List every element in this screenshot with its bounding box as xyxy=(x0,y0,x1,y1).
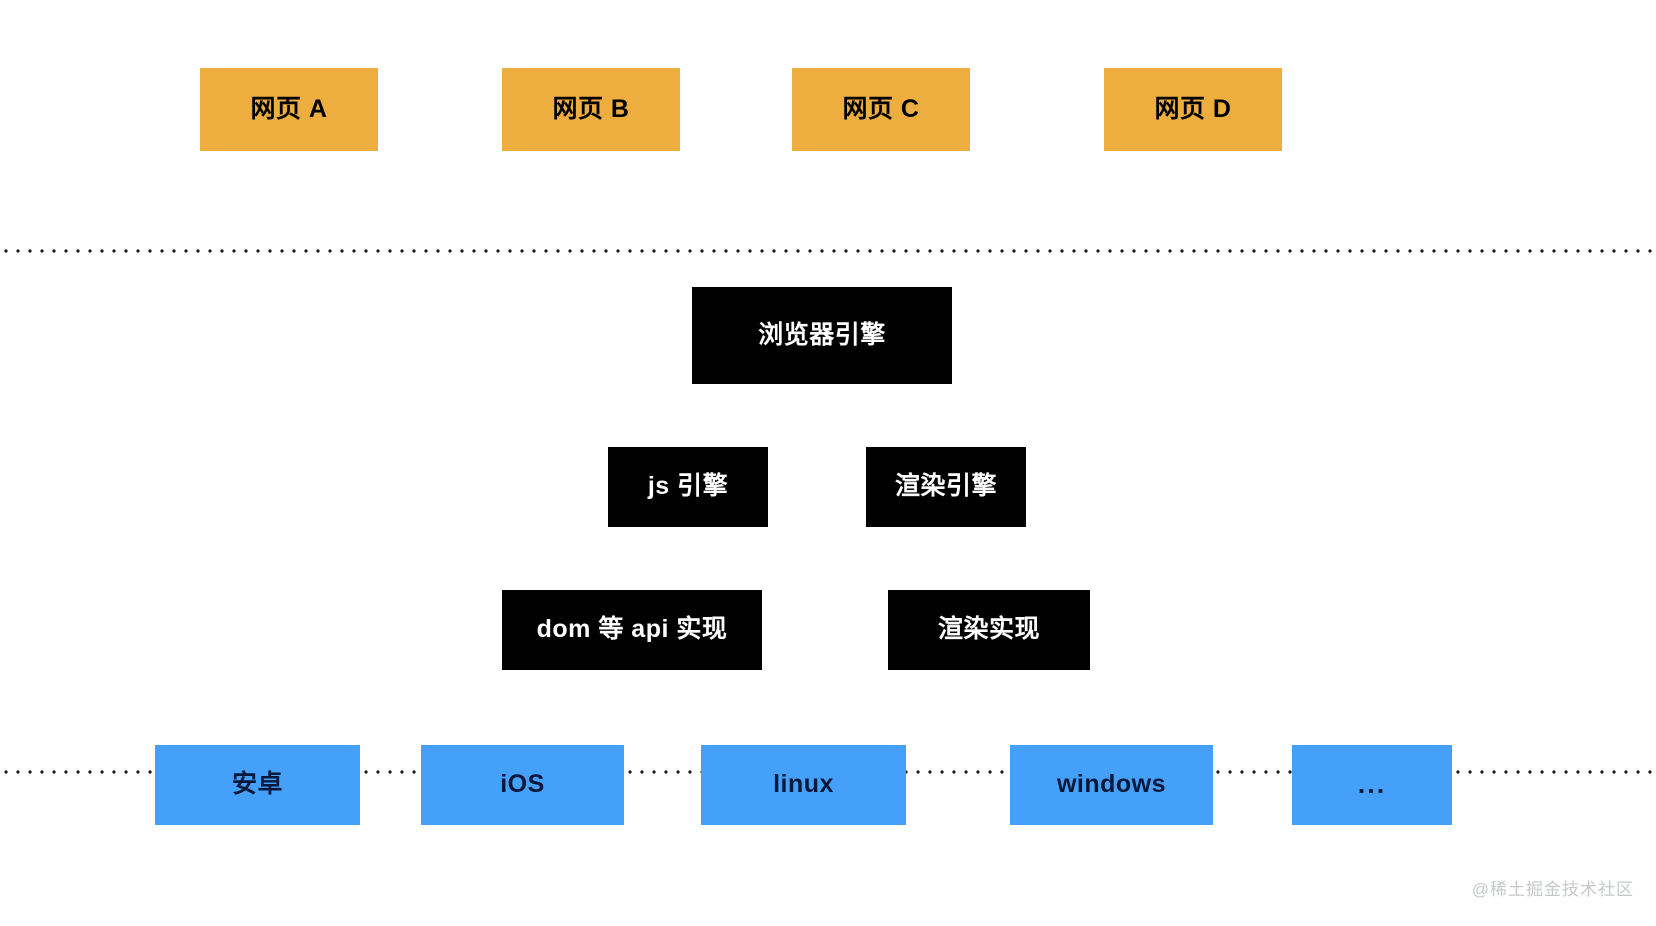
page-box-d[interactable]: 网页 D xyxy=(1104,68,1282,151)
dom-api-impl-label: dom 等 api 实现 xyxy=(536,615,728,644)
dom-api-impl-box[interactable]: dom 等 api 实现 xyxy=(502,590,762,670)
platform-box-ios-label: iOS xyxy=(500,770,545,799)
separator-pages-engine xyxy=(0,249,1656,253)
render-impl-label: 渲染实现 xyxy=(937,615,1040,644)
page-box-a[interactable]: 网页 A xyxy=(200,68,378,151)
platform-box-android-label: 安卓 xyxy=(231,770,283,799)
platform-box-ios[interactable]: iOS xyxy=(421,745,624,825)
page-box-c-label: 网页 C xyxy=(842,94,920,123)
js-engine-label: js 引擎 xyxy=(647,472,729,501)
platform-box-more-label: ... xyxy=(1357,769,1387,800)
render-engine-box[interactable]: 渲染引擎 xyxy=(866,447,1026,527)
platform-box-linux-label: linux xyxy=(773,770,834,799)
platform-box-linux[interactable]: linux xyxy=(701,745,906,825)
render-engine-label: 渲染引擎 xyxy=(894,472,997,501)
page-box-c[interactable]: 网页 C xyxy=(792,68,970,151)
browser-engine-box[interactable]: 浏览器引擎 xyxy=(692,287,952,384)
platform-box-windows[interactable]: windows xyxy=(1010,745,1213,825)
platform-box-windows-label: windows xyxy=(1056,770,1167,799)
render-impl-box[interactable]: 渲染实现 xyxy=(888,590,1090,670)
page-box-b-label: 网页 B xyxy=(552,94,630,123)
platform-box-android[interactable]: 安卓 xyxy=(155,745,360,825)
js-engine-box[interactable]: js 引擎 xyxy=(608,447,768,527)
platform-box-more[interactable]: ... xyxy=(1292,745,1452,825)
watermark: @稀土掘金技术社区 xyxy=(1471,880,1634,899)
page-box-d-label: 网页 D xyxy=(1154,94,1232,123)
page-box-b[interactable]: 网页 B xyxy=(502,68,680,151)
page-box-a-label: 网页 A xyxy=(250,94,328,123)
browser-engine-label: 浏览器引擎 xyxy=(758,320,886,349)
